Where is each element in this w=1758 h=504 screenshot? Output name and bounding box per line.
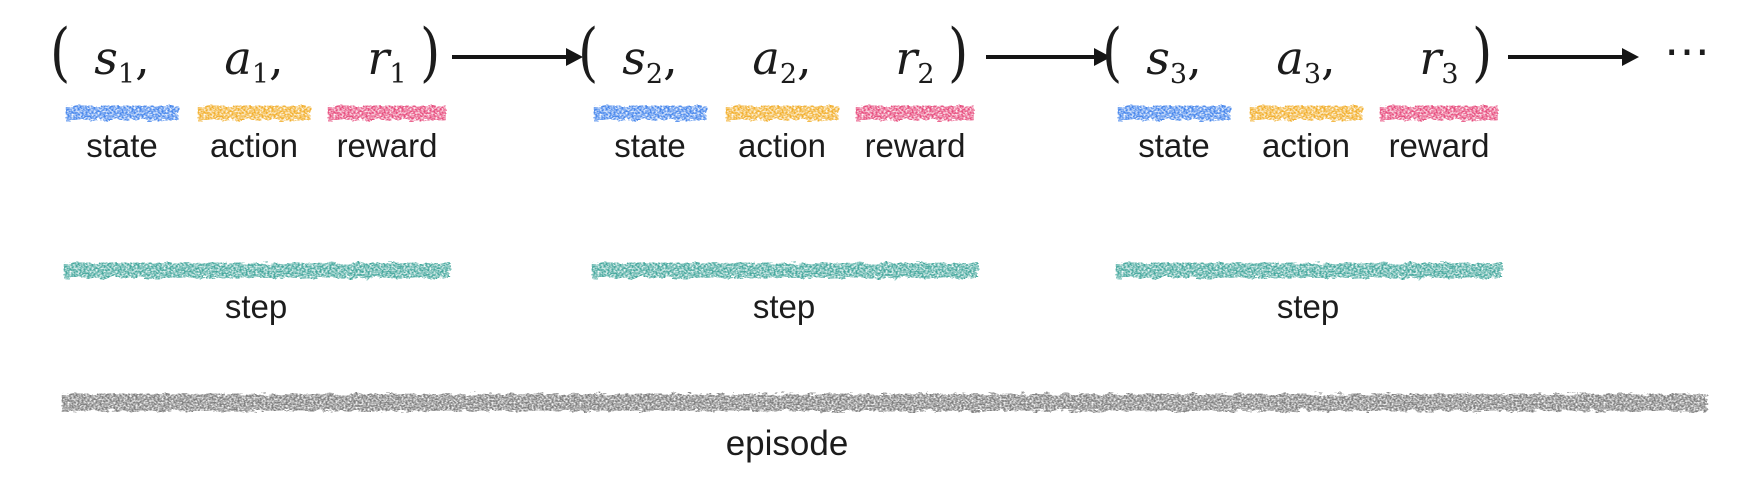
step-group-3: ( ) s3, state a3, action r3 reward step: [1102, 17, 1504, 325]
reward-label: reward: [336, 127, 438, 164]
episode-label: episode: [725, 424, 849, 463]
state-underline: [1118, 106, 1230, 120]
action-label: action: [737, 127, 827, 164]
reward-label: reward: [864, 127, 966, 164]
step-label: step: [1276, 288, 1340, 325]
action-symbol: a3,: [1276, 31, 1336, 90]
action-underline: [198, 106, 310, 120]
state-underline: [66, 106, 178, 120]
step-underline: [592, 263, 978, 278]
step-underline: [1116, 263, 1502, 278]
action-label: action: [1261, 127, 1351, 164]
step-underline: [64, 263, 450, 278]
action-underline: [1250, 106, 1362, 120]
action-underline: [726, 106, 838, 120]
transition-arrow-3: [1508, 48, 1639, 66]
reward-underline: [328, 106, 446, 120]
state-label: state: [614, 127, 686, 164]
close-paren: ): [420, 16, 441, 90]
reward-symbol: r3: [1419, 31, 1459, 90]
transition-arrow-2: [986, 48, 1111, 66]
ellipsis: ⋯: [1664, 24, 1715, 78]
open-paren: (: [50, 16, 71, 90]
reward-underline: [856, 106, 974, 120]
action-symbol: a1,: [224, 31, 284, 90]
step-group-2: ( ) s2, state a2, action r2 reward step: [578, 17, 980, 325]
close-paren: ): [948, 16, 969, 90]
step-label: step: [752, 288, 816, 325]
open-paren: (: [578, 16, 599, 90]
reward-symbol: r2: [895, 31, 935, 90]
state-symbol: s2,: [622, 31, 678, 90]
reward-symbol: r1: [367, 31, 407, 90]
episode-underline: [62, 394, 1707, 411]
close-paren: ): [1472, 16, 1493, 90]
state-label: state: [86, 127, 158, 164]
state-underline: [594, 106, 706, 120]
state-symbol: s3,: [1146, 31, 1202, 90]
action-symbol: a2,: [752, 31, 812, 90]
reward-underline: [1380, 106, 1498, 120]
step-group-1: ( ) s1, state a1, action r1 reward step: [50, 17, 452, 325]
state-symbol: s1,: [94, 31, 150, 90]
state-label: state: [1138, 127, 1210, 164]
action-label: action: [209, 127, 299, 164]
step-label: step: [224, 288, 288, 325]
open-paren: (: [1102, 16, 1123, 90]
reward-label: reward: [1388, 127, 1490, 164]
transition-arrow-1: [452, 48, 583, 66]
